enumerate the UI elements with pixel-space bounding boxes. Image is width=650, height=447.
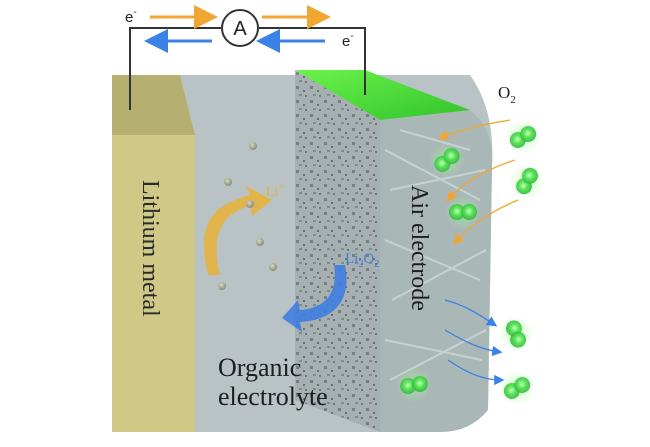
ammeter-symbol: A bbox=[233, 18, 247, 40]
air-electrode-porous-layer bbox=[295, 70, 380, 432]
oxygen-molecule bbox=[499, 370, 535, 406]
li-ion-label: Li+ bbox=[266, 182, 284, 200]
air-electrode-body bbox=[380, 110, 493, 432]
li-ion-particles bbox=[218, 142, 277, 290]
oxygen-molecule bbox=[445, 194, 481, 230]
current-collector bbox=[295, 70, 470, 120]
lithium-top-face bbox=[112, 75, 195, 135]
electron-label-top: e- bbox=[125, 7, 137, 26]
oxygen-molecule bbox=[509, 163, 545, 199]
oxygen-molecule bbox=[498, 316, 534, 352]
electrolyte-label-line1: Organic bbox=[218, 353, 301, 382]
air-electrode-label: Air electrode bbox=[406, 185, 432, 311]
oxygen-molecules bbox=[396, 119, 545, 406]
li2o2-label: Li2O2 bbox=[345, 251, 379, 270]
oxygen-label: O2 bbox=[498, 83, 516, 106]
lithium-metal-slab bbox=[112, 75, 195, 432]
electrolyte-label-line2: electrolyte bbox=[218, 382, 328, 411]
external-circuit-wire bbox=[129, 27, 366, 110]
oxygen-molecule bbox=[396, 367, 432, 403]
ammeter bbox=[221, 9, 259, 47]
carbon-fibers bbox=[384, 129, 487, 381]
lithium-metal-label: Lithium metal bbox=[137, 180, 163, 317]
oxygen-molecule bbox=[429, 142, 465, 178]
oxygen-outflow-arrows bbox=[444, 299, 505, 386]
oxygen-molecule bbox=[505, 119, 541, 155]
li-ion-arrow bbox=[204, 186, 272, 275]
li2o2-arrow bbox=[282, 265, 347, 332]
electron-label-bottom: e- bbox=[342, 31, 354, 50]
oxygen-inflow-arrows bbox=[437, 119, 519, 245]
